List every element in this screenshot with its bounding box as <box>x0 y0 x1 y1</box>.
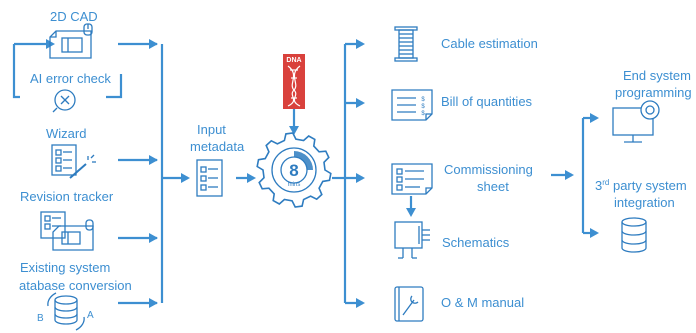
node-third-party-integration: 3rd party system integration <box>595 178 687 253</box>
commissioning-label-line1: Commissioning <box>444 162 533 177</box>
wizard-form-icon <box>51 144 96 179</box>
cad-drawing-icon <box>49 23 93 59</box>
commissioning-label-line2: sheet <box>477 179 509 194</box>
node-input-metadata: Input metadata <box>190 122 245 197</box>
commissioning-to-integration-arrow <box>565 170 574 180</box>
third-party-label-line1: 3rd party system <box>595 178 687 193</box>
wizard-label: Wizard <box>46 126 86 141</box>
third-party-arrow <box>590 228 599 238</box>
svg-text:$: $ <box>421 104 425 110</box>
commissioning-checklist-icon <box>391 163 433 195</box>
metadata-to-engine-arrow <box>247 173 256 183</box>
magnifier-x-icon <box>52 89 76 113</box>
revision-arrow <box>149 233 158 243</box>
input-metadata-label-line1: Input <box>197 122 226 137</box>
dna-box <box>283 54 305 109</box>
third-party-label-line2: integration <box>614 195 675 210</box>
dna-label: DNA <box>286 57 301 64</box>
node-cable-estimation: Cable estimation <box>394 26 538 62</box>
commissioning-to-schematics-arrow <box>406 208 416 217</box>
manual-wrench-icon <box>394 286 424 322</box>
input-metadata-label-line2: metadata <box>190 139 245 154</box>
ai-loop-left <box>12 44 20 99</box>
integration-connectors <box>551 113 599 238</box>
node-dna: DNA <box>283 54 305 109</box>
wizard-arrow <box>149 155 158 165</box>
svg-text:$: $ <box>421 97 425 103</box>
revision-label: Revision tracker <box>20 189 114 204</box>
existing-label-line1: Existing system <box>20 260 110 275</box>
dna-to-engine-arrow <box>289 126 299 135</box>
output-connectors <box>343 39 365 308</box>
node-end-system-programming: End system programming <box>612 68 692 143</box>
node-commissioning-sheet: Commissioning sheet <box>391 162 533 195</box>
cable-label: Cable estimation <box>441 36 538 51</box>
node-wizard: Wizard <box>46 126 96 179</box>
bill-arrow <box>356 98 365 108</box>
node-schematics: Schematics <box>394 221 510 259</box>
end-system-label-line1: End system <box>623 68 691 83</box>
schematics-label: Schematics <box>442 235 510 250</box>
node-2d-cad: 2D CAD <box>49 9 98 59</box>
dna-helix-icon <box>287 65 301 107</box>
node-bill-of-quantities: $ $ $ Bill of quantities <box>391 89 533 121</box>
node-ai-check: AI error check <box>30 71 111 113</box>
cable-spool-icon <box>394 26 418 62</box>
cad-arrow <box>149 39 158 49</box>
checklist-icon <box>196 159 223 197</box>
conversion-from-label: B <box>37 313 44 324</box>
om-arrow <box>356 298 365 308</box>
end-system-label-line2: programming <box>615 85 692 100</box>
existing-arrow <box>149 298 158 308</box>
end-system-arrow <box>590 113 599 123</box>
timer-unit: mins <box>288 182 301 188</box>
ai-loop-right <box>106 74 123 99</box>
schematic-icon <box>394 221 430 259</box>
timer-icon <box>271 147 317 193</box>
revision-docs-icon <box>40 211 94 251</box>
database-conversion-icon <box>47 292 85 331</box>
database-icon <box>621 217 647 253</box>
node-existing-system: Existing system atabase conversion B A <box>19 260 132 331</box>
ai-check-label: AI error check <box>30 71 111 86</box>
conversion-to-label: A <box>87 310 94 321</box>
svg-text:$: $ <box>421 111 425 117</box>
bus-to-metadata-arrow <box>181 173 190 183</box>
processing-engine: 8 mins <box>256 132 332 208</box>
cad-label: 2D CAD <box>50 9 98 24</box>
monitor-gear-icon <box>612 100 660 143</box>
cable-arrow <box>356 39 365 49</box>
gear-icon <box>256 132 332 208</box>
commissioning-arrow <box>356 173 365 183</box>
timer-value: 8 <box>289 161 298 180</box>
om-label: O & M manual <box>441 295 524 310</box>
node-om-manual: O & M manual <box>394 286 524 322</box>
node-revision-tracker: Revision tracker <box>20 189 114 251</box>
bill-label: Bill of quantities <box>441 94 533 109</box>
existing-label-line2: atabase conversion <box>19 278 132 293</box>
bill-document-icon: $ $ $ <box>391 89 433 121</box>
